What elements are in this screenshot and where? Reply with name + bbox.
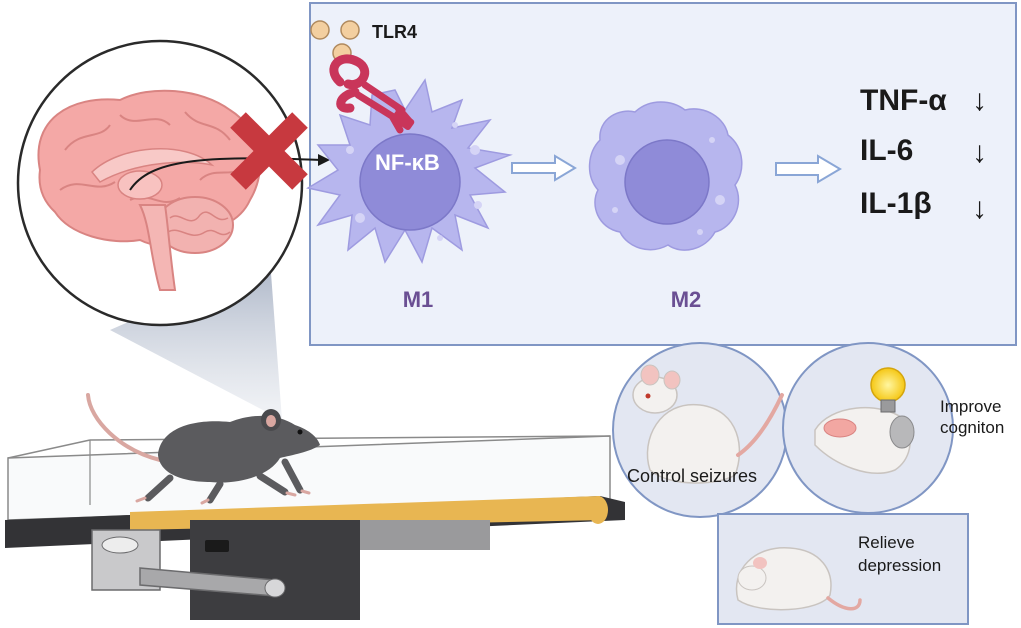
lightbulb-icon <box>870 367 906 413</box>
m2-to-cytokines-arrow <box>775 154 842 184</box>
outcome-seizures <box>612 342 788 518</box>
nfkb-label: NF-κB <box>375 150 440 175</box>
treadmill <box>5 435 625 620</box>
cytokine-tnf-label: TNF-α <box>860 84 947 117</box>
outcome-depression <box>717 513 969 625</box>
m2-label: M2 <box>671 287 702 312</box>
depression-label-line2: depression <box>858 556 941 575</box>
cytokine-tnf-arrow: ↓ <box>972 84 987 117</box>
m1-microglia-cell <box>305 78 513 264</box>
block-x-icon <box>230 112 308 190</box>
cognition-label-line2: cogniton <box>940 418 1004 437</box>
seizures-label: Control seizures <box>627 466 757 486</box>
cognition-label-line1: Improve <box>940 397 1001 416</box>
cytokine-il1b-label: IL-1β <box>860 187 932 220</box>
tlr4-label: TLR4 <box>372 22 417 42</box>
m1-label: M1 <box>403 287 434 312</box>
cytokine-il6-arrow: ↓ <box>972 136 987 169</box>
outcome-cognition <box>782 342 954 514</box>
tlr4-receptor-icon <box>329 54 415 134</box>
depression-label-line1: Relieve <box>858 533 915 552</box>
brain-inset <box>16 39 304 327</box>
m1-to-m2-arrow <box>511 154 577 182</box>
cytokine-il1b-arrow: ↓ <box>972 192 987 225</box>
m2-microglia-cell <box>588 101 743 251</box>
running-mouse <box>86 393 320 505</box>
cytokine-il6-label: IL-6 <box>860 134 913 167</box>
